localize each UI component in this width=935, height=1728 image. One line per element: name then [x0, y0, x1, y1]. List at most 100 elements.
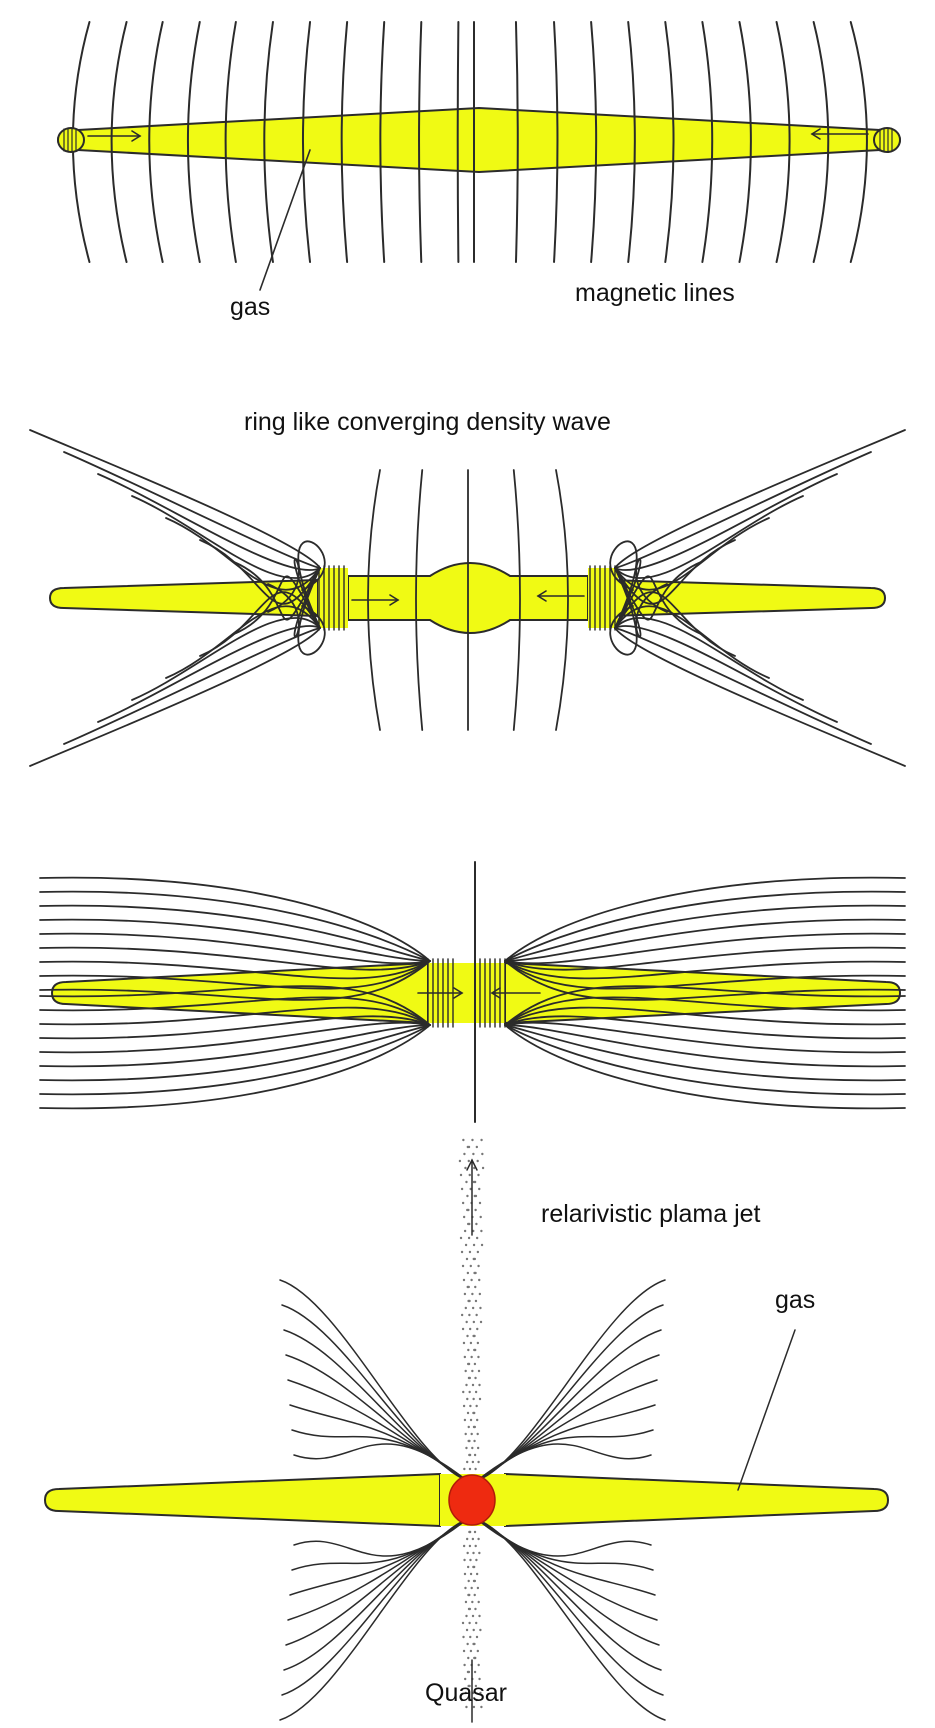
- jet-particle: [464, 1419, 466, 1421]
- jet-particle: [477, 1265, 479, 1267]
- jet-particle: [477, 1356, 479, 1358]
- magnetic-field-line: [615, 606, 769, 678]
- jet-particle: [462, 1202, 464, 1204]
- magnetic-field-line: [292, 1520, 466, 1570]
- jet-particle: [463, 1559, 465, 1561]
- jet-particle: [480, 1216, 482, 1218]
- plasma-jet-label: relarivistic plama jet: [541, 1200, 761, 1229]
- jet-particle: [466, 1398, 468, 1400]
- jet-particle: [470, 1356, 472, 1358]
- jet-particle: [472, 1398, 474, 1400]
- jet-particle: [475, 1622, 477, 1624]
- gas-disk-right: [505, 963, 900, 1023]
- jet-particle: [479, 1398, 481, 1400]
- jet-particle: [473, 1272, 475, 1274]
- magnetic-field-line: [284, 1330, 466, 1480]
- gas-label-bottom: gas: [775, 1286, 815, 1315]
- jet-particle: [475, 1300, 477, 1302]
- gas-label-top: gas: [230, 293, 270, 322]
- jet-particle: [467, 1223, 469, 1225]
- magnetic-field-line: [166, 518, 320, 590]
- jet-particle: [471, 1293, 473, 1295]
- jet-particle: [477, 1650, 479, 1652]
- jet-particle: [472, 1566, 474, 1568]
- jet-particle: [476, 1433, 478, 1435]
- jet-particle: [472, 1384, 474, 1386]
- magnetic-field-line: [615, 628, 905, 766]
- jet-particle: [468, 1377, 470, 1379]
- jet-particle: [467, 1363, 469, 1365]
- jet-particle: [463, 1342, 465, 1344]
- jet-particle: [470, 1650, 472, 1652]
- jet-particle: [464, 1167, 466, 1169]
- jet-particle: [477, 1342, 479, 1344]
- jet-particle: [465, 1244, 467, 1246]
- jet-particle: [469, 1468, 471, 1470]
- magnetic-lines-label: magnetic lines: [575, 279, 735, 308]
- jet-particle: [468, 1391, 470, 1393]
- magnetic-field-line: [280, 1280, 466, 1480]
- jet-particle: [481, 1153, 483, 1155]
- jet-particle: [474, 1594, 476, 1596]
- jet-particle: [462, 1636, 464, 1638]
- density-wave-label: ring like converging density wave: [244, 408, 611, 437]
- jet-particle: [476, 1237, 478, 1239]
- jet-particle: [465, 1615, 467, 1617]
- jet-particle: [470, 1419, 472, 1421]
- jet-particle: [476, 1146, 478, 1148]
- jet-particle: [473, 1321, 475, 1323]
- jet-particle: [463, 1468, 465, 1470]
- gas-disk-outer-left: [50, 580, 318, 616]
- gas-disk-outer-right: [608, 580, 885, 616]
- gas-disk-right: [505, 1474, 888, 1526]
- jet-particle: [471, 1370, 473, 1372]
- jet-particle: [462, 1622, 464, 1624]
- jet-particle: [479, 1307, 481, 1309]
- jet-particle: [467, 1657, 469, 1659]
- jet-particle: [476, 1419, 478, 1421]
- jet-particle: [465, 1307, 467, 1309]
- jet-particle: [478, 1279, 480, 1281]
- jet-particle: [474, 1454, 476, 1456]
- jet-particle: [468, 1160, 470, 1162]
- jet-particle: [472, 1335, 474, 1337]
- jet-particle: [480, 1230, 482, 1232]
- jet-particle: [472, 1461, 474, 1463]
- jet-particle: [466, 1258, 468, 1260]
- jet-particle: [460, 1237, 462, 1239]
- jet-particle: [474, 1209, 476, 1211]
- jet-particle: [479, 1629, 481, 1631]
- jet-particle: [465, 1447, 467, 1449]
- jet-particle: [463, 1216, 465, 1218]
- jet-particle: [479, 1202, 481, 1204]
- jet-particle: [469, 1559, 471, 1561]
- jet-particle: [476, 1160, 478, 1162]
- jet-particle: [462, 1139, 464, 1141]
- magnetic-field-line: [478, 1520, 653, 1570]
- jet-particle: [467, 1671, 469, 1673]
- jet-particle: [465, 1181, 467, 1183]
- jet-particle: [463, 1664, 465, 1666]
- compressed-gas-left: [58, 128, 84, 152]
- jet-particle: [477, 1174, 479, 1176]
- jet-particle: [474, 1468, 476, 1470]
- jet-particle: [478, 1552, 480, 1554]
- jet-particle: [460, 1174, 462, 1176]
- jet-particle: [464, 1356, 466, 1358]
- jet-particle: [467, 1440, 469, 1442]
- quasar-label: Quasar: [425, 1679, 507, 1708]
- jet-particle: [468, 1314, 470, 1316]
- magnetic-field-line: [478, 1520, 661, 1670]
- jet-particle: [459, 1160, 461, 1162]
- magnetic-field-line: [290, 1405, 466, 1480]
- jet-particle: [477, 1447, 479, 1449]
- magnetic-field-line: [282, 1520, 466, 1695]
- magnetic-field-line: [64, 452, 320, 568]
- magnetic-field-line: [64, 628, 320, 744]
- jet-particle: [477, 1587, 479, 1589]
- magnetic-field-line: [478, 1405, 655, 1480]
- jet-particle: [467, 1146, 469, 1148]
- jet-particle: [478, 1384, 480, 1386]
- jet-particle: [473, 1426, 475, 1428]
- jet-particle: [473, 1244, 475, 1246]
